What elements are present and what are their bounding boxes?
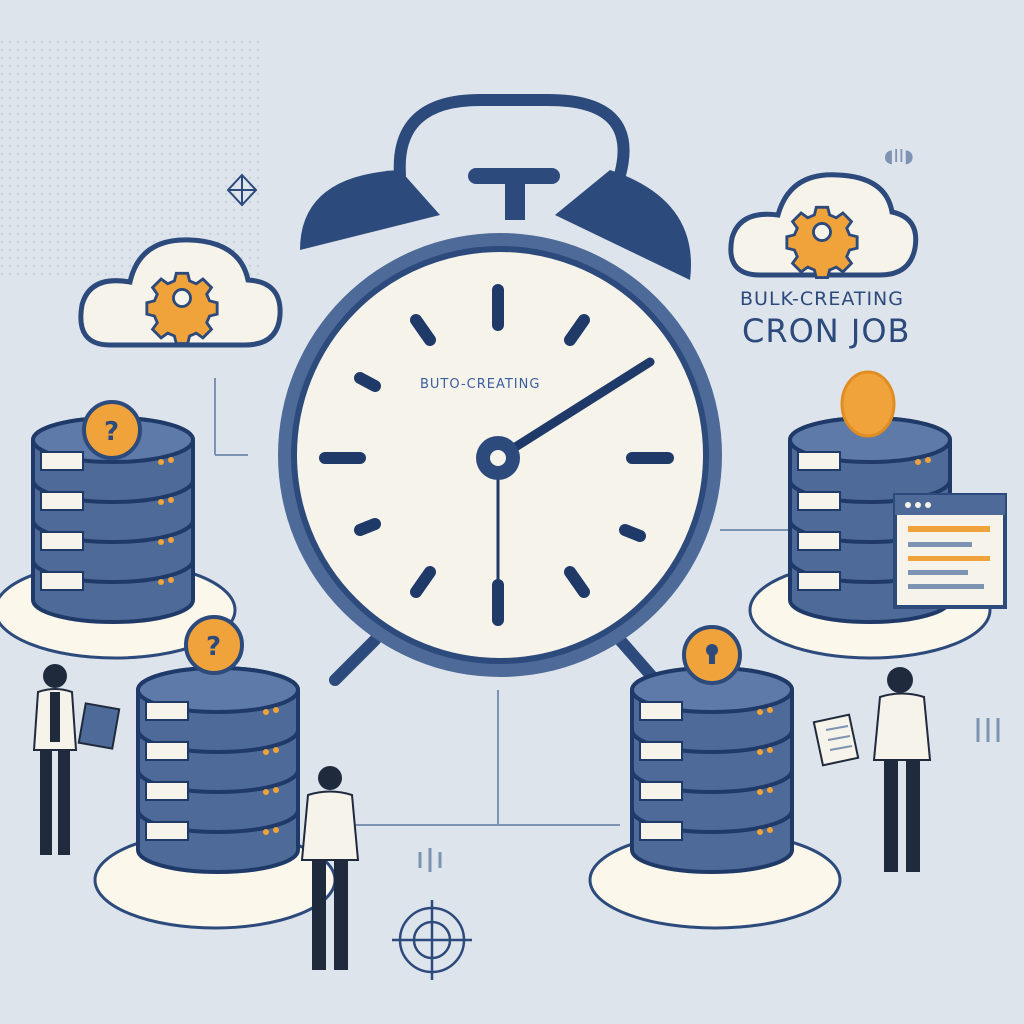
coin-icon: [840, 370, 896, 438]
clock-ticks: [319, 284, 674, 626]
svg-text:?: ?: [104, 417, 119, 447]
database-icon: [630, 666, 794, 874]
person-icon: [812, 667, 932, 872]
bars-icon: [418, 718, 1000, 872]
connector-lines: [214, 378, 790, 826]
document-icon: [893, 493, 1007, 609]
coin-icon: [682, 625, 742, 685]
svg-text:?: ?: [206, 632, 221, 662]
page-title: CRON JOB: [742, 312, 910, 350]
database-icon: [136, 666, 300, 874]
cloud-gear-icon: [78, 237, 283, 348]
coin-icon: ?: [82, 400, 142, 460]
alarm-clock-icon: [278, 94, 722, 686]
coin-icon: ?: [184, 615, 244, 675]
clock-label: BUTO-CREATING: [420, 377, 540, 392]
title-subtitle: BULK-CREATING: [740, 288, 904, 310]
person-icon: [32, 664, 121, 855]
cloud-gear-icon: [728, 172, 919, 280]
target-icon: [392, 900, 472, 980]
dot-pattern: [0, 40, 260, 280]
decor-glyphs: ◖II◗: [884, 146, 914, 167]
person-icon: [300, 766, 360, 970]
diamond-icon: [226, 173, 258, 207]
